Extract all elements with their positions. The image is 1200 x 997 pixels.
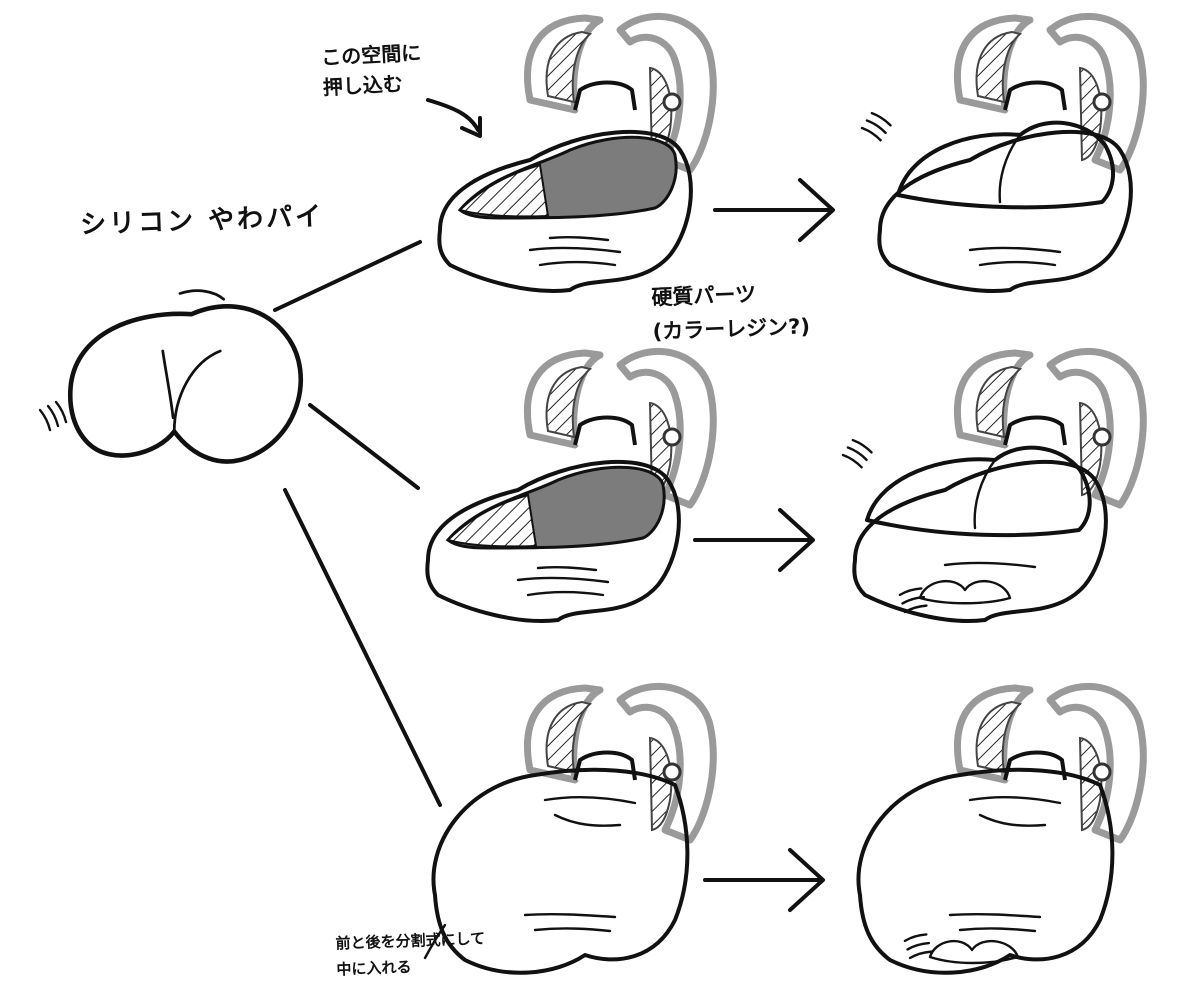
- motion-marks-row2-top: [837, 433, 877, 474]
- branch-lines: [273, 240, 442, 807]
- label-push-line2: 押し込む: [322, 71, 404, 100]
- label-hard-part: 硬質パーツ (カラーレジン?): [651, 275, 811, 348]
- split-pointer: [423, 923, 447, 960]
- row2-cup-open: [425, 459, 681, 623]
- silicone-breast: [70, 289, 300, 462]
- row2-result-harness: [957, 351, 1143, 505]
- motion-marks-row1: [856, 106, 896, 147]
- label-push-into-space: この空間に 押し込む: [320, 37, 423, 102]
- row2-result-cup: [852, 445, 1108, 623]
- label-split-front-back: 前と後を分割式にして 中に入れる: [335, 925, 486, 982]
- row3-result-cover: [856, 767, 1115, 975]
- label-push-line1: この空間に: [320, 40, 422, 70]
- motion-marks-left: [38, 400, 68, 432]
- row1-result-cup: [877, 120, 1133, 293]
- label-split-line2: 中に入れる: [336, 957, 412, 979]
- arrow-row2: [693, 508, 815, 572]
- label-hard-line1: 硬質パーツ: [651, 282, 757, 310]
- arrow-row3: [703, 848, 825, 912]
- push-arrow-pointer: [426, 98, 482, 138]
- row1-cup-open: [437, 129, 693, 293]
- arrow-row1: [713, 178, 835, 242]
- label-hard-line2: (カラーレジン?): [652, 314, 811, 344]
- label-split-line1: 前と後を分割式にして: [335, 929, 486, 953]
